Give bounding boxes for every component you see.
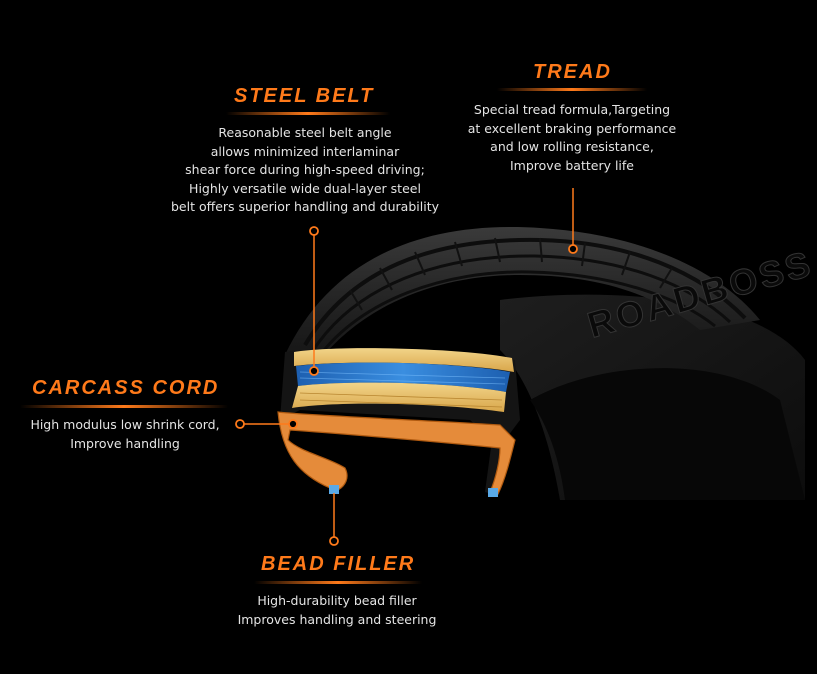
tread-description: Special tread formula,Targeting at excel… xyxy=(452,101,692,175)
bead-filler-description: High-durability bead filler Improves han… xyxy=(222,592,452,629)
bead-filler-title: BEAD FILLER xyxy=(261,553,416,575)
carcass-cord-title: CARCASS CORD xyxy=(32,377,220,399)
carcass-cord-description: High modulus low shrink cord, Improve ha… xyxy=(20,416,230,453)
tread-line-3: and low rolling resistance, xyxy=(490,139,654,154)
tread-line-2: at excellent braking performance xyxy=(467,120,677,136)
carcass-ply xyxy=(277,411,516,495)
bead-filler-line-1: High-durability bead filler xyxy=(257,593,417,608)
carcass-cord-line-2: Improve handling xyxy=(70,435,180,451)
bead-right xyxy=(488,488,498,497)
cap-ply xyxy=(294,348,514,372)
steel-belt-line-3: shear force during high-speed driving; xyxy=(185,162,425,177)
steel-belt-line-4: Highly versatile wide dual-layer steel xyxy=(189,180,421,196)
tire-cross-section xyxy=(277,348,516,497)
steel-belt-line-5: belt offers superior handling and durabi… xyxy=(171,199,439,214)
dot-carcass-left xyxy=(235,419,245,429)
steel-belt-line-1: Reasonable steel belt angle xyxy=(218,125,392,140)
steel-belt-layer xyxy=(296,362,510,392)
steel-belt-underline xyxy=(226,112,390,115)
dot-bead-filler xyxy=(329,536,339,546)
bead-filler-underline xyxy=(254,581,422,584)
tread-line-4: Improve battery life xyxy=(509,157,634,173)
bead-filler-line-2: Improves handling and steering xyxy=(237,611,437,627)
dot-tread xyxy=(568,244,578,254)
steel-belt-line-2: allows minimized interlaminar xyxy=(210,143,400,159)
callout-dots xyxy=(235,226,578,546)
tread-underline xyxy=(497,88,647,91)
dot-steel-belt xyxy=(309,366,319,376)
tread-title: TREAD xyxy=(533,61,612,83)
dot-steel-belt-top xyxy=(309,226,319,236)
dot-carcass xyxy=(288,419,298,429)
steel-belt-title: STEEL BELT xyxy=(234,85,375,107)
bead-left xyxy=(329,485,339,494)
tread-line-1: Special tread formula,Targeting xyxy=(473,102,671,117)
leader-lines xyxy=(240,188,574,540)
carcass-cord-underline xyxy=(20,405,228,408)
carcass-cord-line-1: High modulus low shrink cord, xyxy=(30,417,220,432)
steel-belt-description: Reasonable steel belt angle allows minim… xyxy=(160,124,450,217)
